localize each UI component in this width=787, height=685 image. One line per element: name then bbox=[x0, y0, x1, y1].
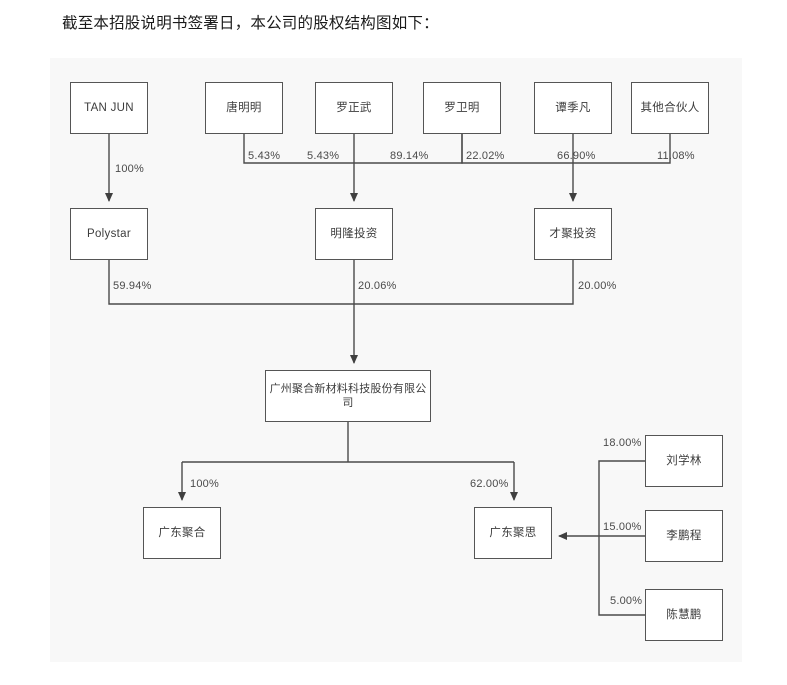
edge-label-juhe: 100% bbox=[190, 478, 219, 490]
node-label: 广东聚思 bbox=[489, 526, 537, 539]
page-title: 截至本招股说明书签署日，本公司的股权结构图如下： bbox=[62, 15, 439, 32]
node-label: 李鹏程 bbox=[666, 529, 702, 542]
node-other-partners[interactable]: 其他合伙人 bbox=[631, 82, 709, 134]
node-label: 唐明明 bbox=[226, 101, 262, 114]
node-label: Polystar bbox=[87, 227, 131, 240]
node-minglong-investment[interactable]: 明隆投资 bbox=[315, 208, 393, 260]
node-label: TAN JUN bbox=[84, 101, 134, 114]
edge-label-liuxuelin: 18.00% bbox=[603, 437, 642, 449]
node-tan-jifan[interactable]: 谭季凡 bbox=[534, 82, 612, 134]
edge-label-luoweiming-minglong: 89.14% bbox=[390, 150, 429, 162]
edge-label-tangmingming: 5.43% bbox=[248, 150, 281, 162]
node-label: 陈慧鹏 bbox=[666, 608, 702, 621]
node-label: 明隆投资 bbox=[330, 227, 378, 240]
diagram-connectors bbox=[105, 134, 671, 616]
node-li-pengcheng[interactable]: 李鹏程 bbox=[645, 510, 723, 562]
node-label: 刘学林 bbox=[666, 454, 702, 467]
edge-label-luozhengwu: 5.43% bbox=[307, 150, 340, 162]
node-label: 谭季凡 bbox=[555, 101, 591, 114]
edge-label-caiju: 20.00% bbox=[578, 280, 617, 292]
node-label: 罗正武 bbox=[336, 101, 372, 114]
edge-label-luoweiming-caiju: 22.02% bbox=[466, 150, 505, 162]
node-liu-xuelin[interactable]: 刘学林 bbox=[645, 435, 723, 487]
node-label: 才聚投资 bbox=[549, 227, 597, 240]
edge-label-jusi: 62.00% bbox=[470, 478, 509, 490]
edge-label-tanjifan: 66.90% bbox=[557, 150, 596, 162]
node-caiju-investment[interactable]: 才聚投资 bbox=[534, 208, 612, 260]
node-label: 罗卫明 bbox=[444, 101, 480, 114]
edge-label-polystar: 59.94% bbox=[113, 280, 152, 292]
node-tang-mingming[interactable]: 唐明明 bbox=[205, 82, 283, 134]
node-tan-jun[interactable]: TAN JUN bbox=[70, 82, 148, 134]
node-polystar[interactable]: Polystar bbox=[70, 208, 148, 260]
edge-label-other-partners: 11.08% bbox=[657, 150, 695, 162]
node-guangdong-juhe[interactable]: 广东聚合 bbox=[143, 507, 221, 559]
node-guangdong-jusi[interactable]: 广东聚思 bbox=[474, 507, 552, 559]
edge-bracket-maincompany bbox=[108, 260, 574, 305]
edge-label-minglong: 20.06% bbox=[358, 280, 397, 292]
node-chen-huipeng[interactable]: 陈慧鹏 bbox=[645, 589, 723, 641]
node-label: 广东聚合 bbox=[158, 526, 206, 539]
edge-bracket-individuals bbox=[598, 460, 645, 616]
edge-label-chenhuipeng: 5.00% bbox=[610, 595, 643, 607]
node-label: 广州聚合新材料科技股份有限公司 bbox=[269, 382, 427, 409]
edge-label-tanjun-polystar: 100% bbox=[115, 163, 144, 175]
node-luo-weiming[interactable]: 罗卫明 bbox=[423, 82, 501, 134]
node-main-company[interactable]: 广州聚合新材料科技股份有限公司 bbox=[265, 370, 431, 422]
edge-bracket-caiju bbox=[461, 134, 671, 164]
edge-label-lipengcheng: 15.00% bbox=[603, 521, 642, 533]
node-label: 其他合伙人 bbox=[640, 101, 700, 114]
equity-structure-diagram: TAN JUN 唐明明 罗正武 罗卫明 谭季凡 其他合伙人 Polystar 明… bbox=[50, 58, 742, 662]
node-luo-zhengwu[interactable]: 罗正武 bbox=[315, 82, 393, 134]
